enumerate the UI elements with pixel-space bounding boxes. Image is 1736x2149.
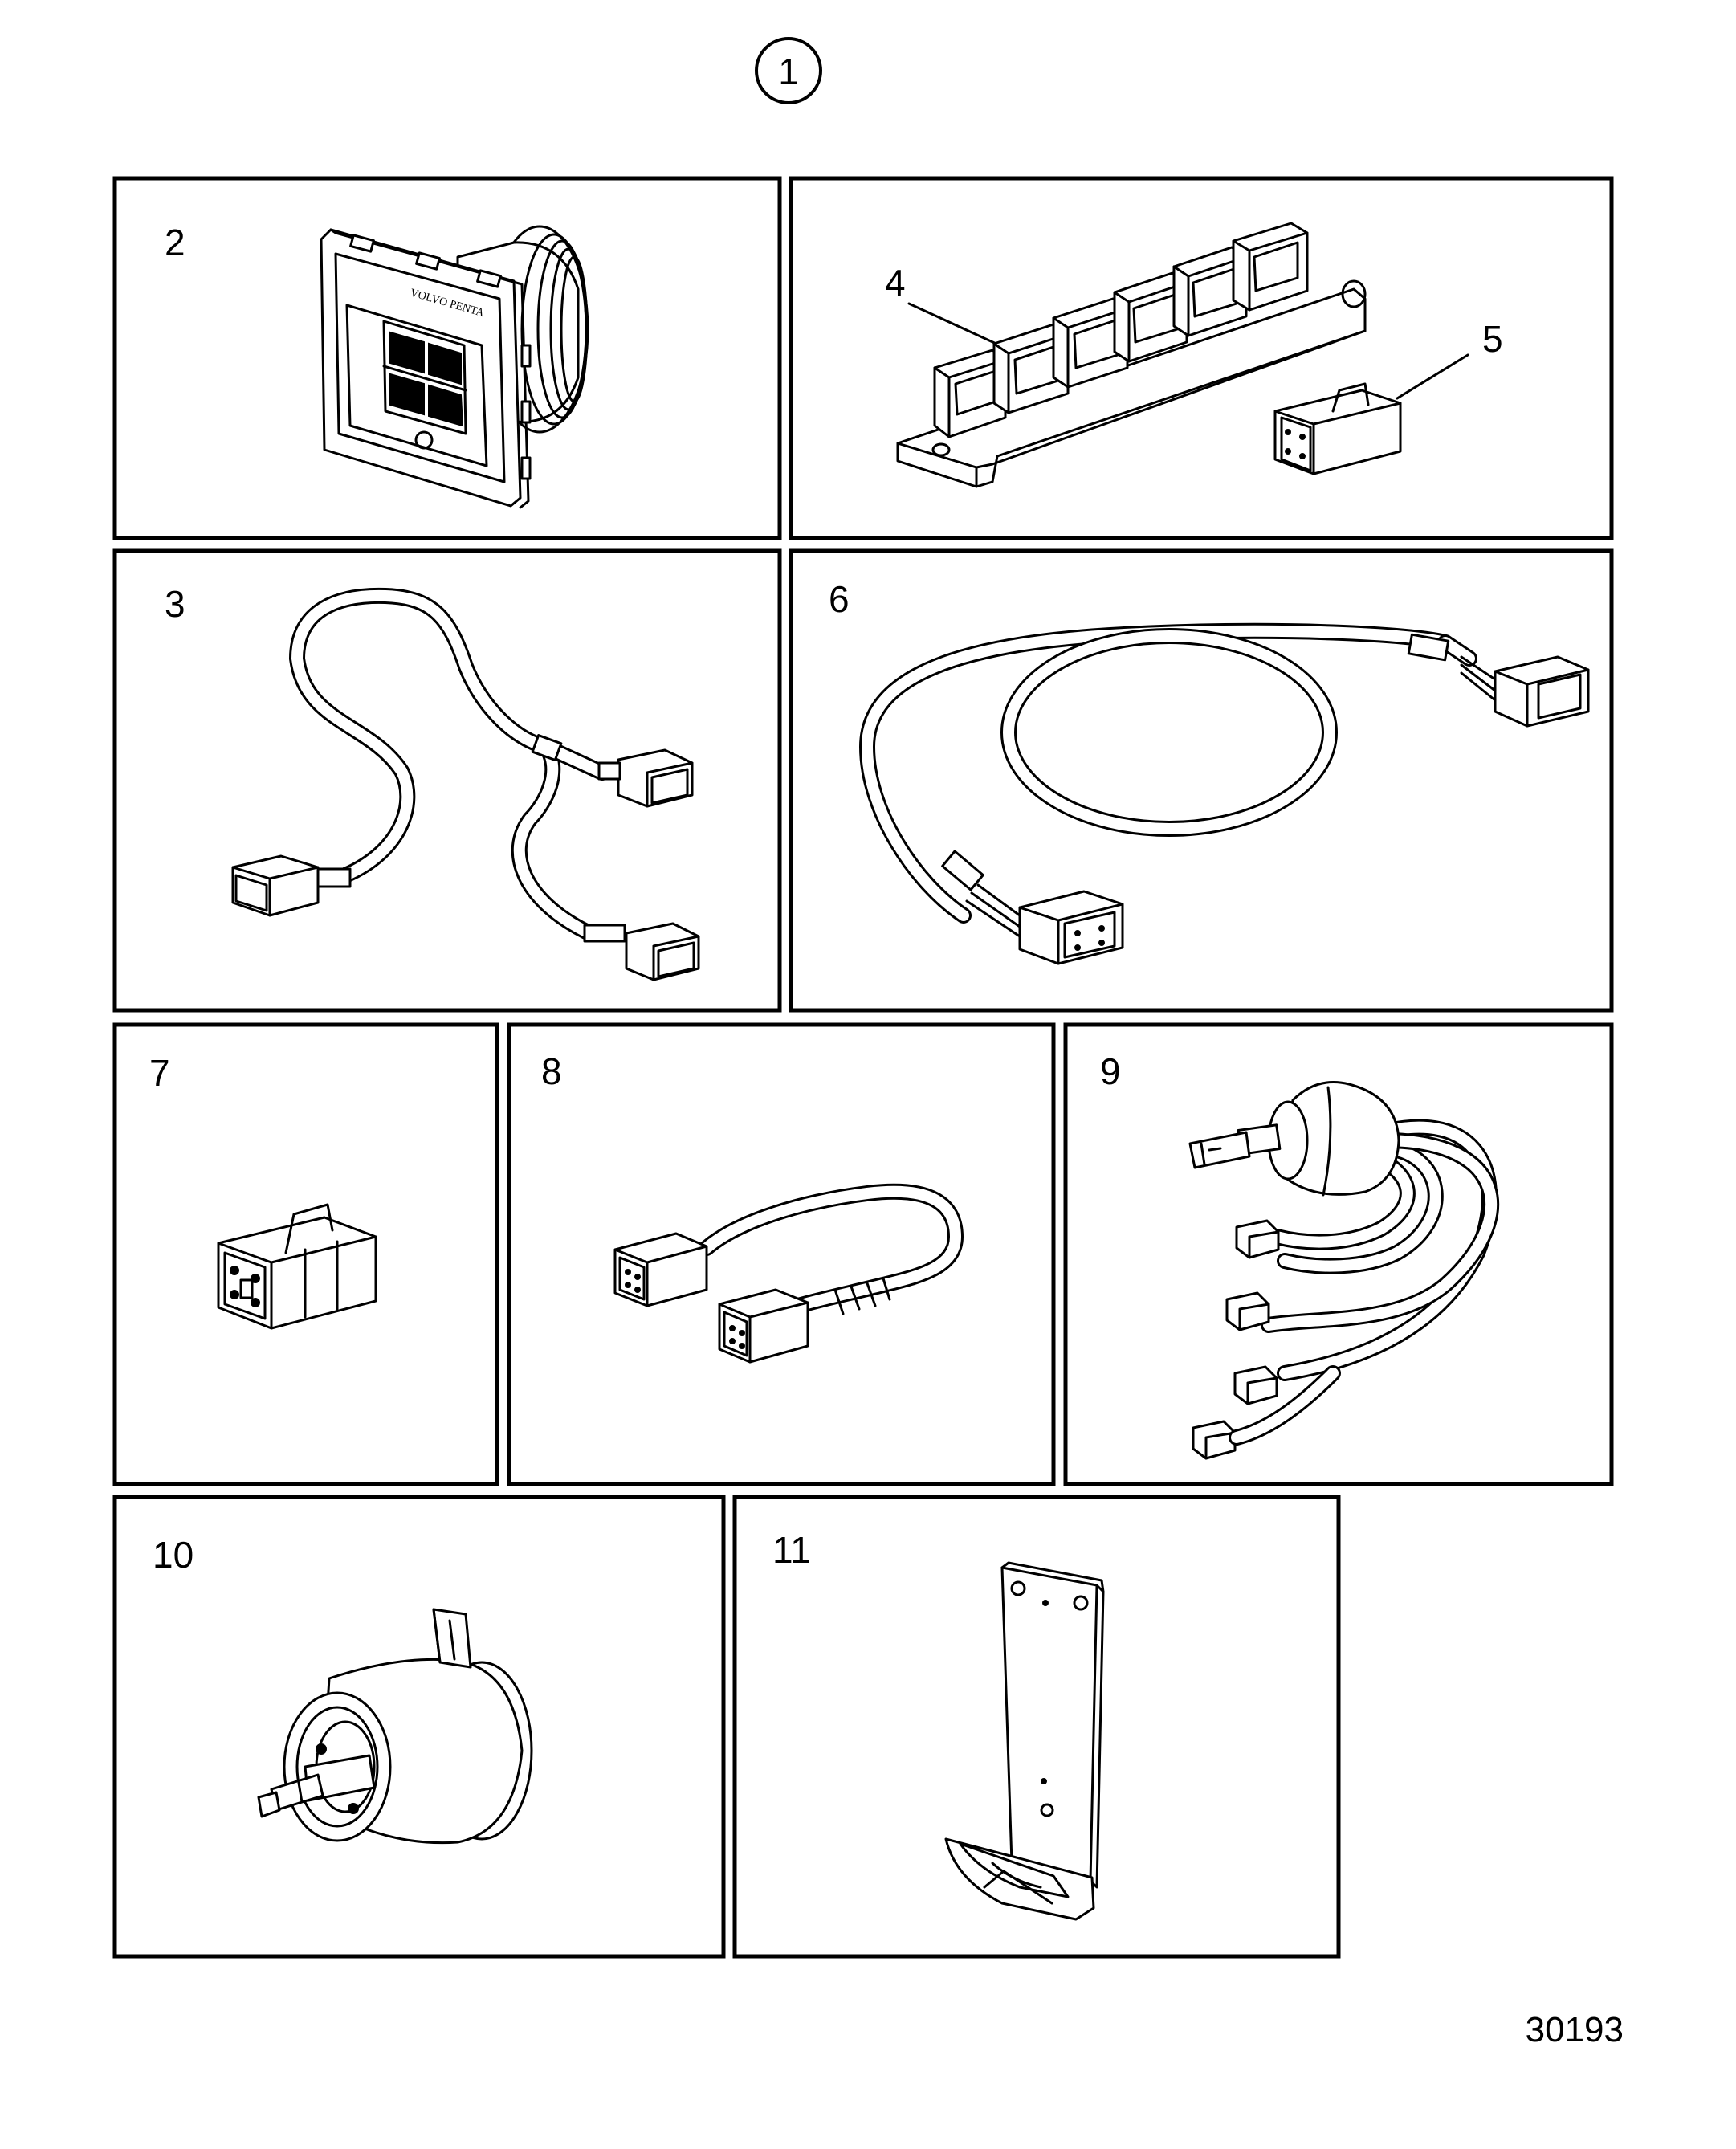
panel-6: 6: [789, 548, 1614, 1013]
single-connector-drawing: [217, 1203, 377, 1330]
loose-connector: [1273, 382, 1402, 475]
panel-5-label: 5: [1482, 318, 1503, 360]
sensor-plug-3: [1233, 1365, 1278, 1405]
extension-connector-top: [1460, 655, 1590, 728]
connector-sockets: [933, 222, 1309, 438]
panel-7: 7: [112, 1022, 499, 1486]
main-callout-number: 1: [778, 51, 799, 92]
y-harness-drawing: [231, 587, 700, 981]
leader-4: [907, 302, 1001, 347]
sensor-plug-1: [1235, 1219, 1280, 1259]
sensor-plug-4: [1192, 1365, 1341, 1460]
adapter-connector-left: [613, 1232, 708, 1307]
panel-7-label: 7: [149, 1052, 170, 1094]
panel-4-5: 4 5: [789, 176, 1614, 540]
panel-8-label: 8: [541, 1050, 562, 1092]
leader-5: [1396, 353, 1469, 400]
extension-connector-bottom: [965, 883, 1124, 965]
sensor-harness-drawing: [1188, 1081, 1500, 1460]
harness-connector-right-top: [597, 748, 694, 808]
panel-3-label: 3: [165, 583, 185, 625]
panel-11: 11: [732, 1495, 1341, 1959]
panel-8: 8: [507, 1022, 1056, 1486]
sensor-plug-2: [1225, 1291, 1270, 1331]
panel-6-label: 6: [829, 578, 850, 620]
bracket-drawing: [944, 1561, 1105, 1921]
panel-2-label: 2: [165, 222, 185, 263]
main-callout: 1: [755, 37, 822, 104]
adapter-connector-right: [718, 1288, 809, 1364]
harness-connector-left: [231, 854, 352, 917]
round-sensor-drawing: [257, 1608, 533, 1845]
harness-connector-right-bottom: [583, 922, 700, 981]
display-unit-drawing: VOLVO PENTA: [320, 225, 589, 509]
panel-4-label: 4: [885, 262, 906, 304]
panel-2: 2: [112, 176, 782, 540]
panel-10-label: 10: [153, 1534, 194, 1576]
panel-11-label: 11: [772, 1529, 811, 1571]
panel-10: 10: [112, 1495, 726, 1959]
extension-cable-drawing: [859, 622, 1590, 965]
panel-3: 3: [112, 548, 782, 1013]
adapter-cable-drawing: [613, 1183, 964, 1364]
drawing-number: 30193: [1526, 2010, 1624, 2049]
connector-block-drawing: [896, 222, 1402, 488]
panel-9-label: 9: [1100, 1050, 1121, 1092]
panel-9: 9: [1063, 1022, 1614, 1486]
